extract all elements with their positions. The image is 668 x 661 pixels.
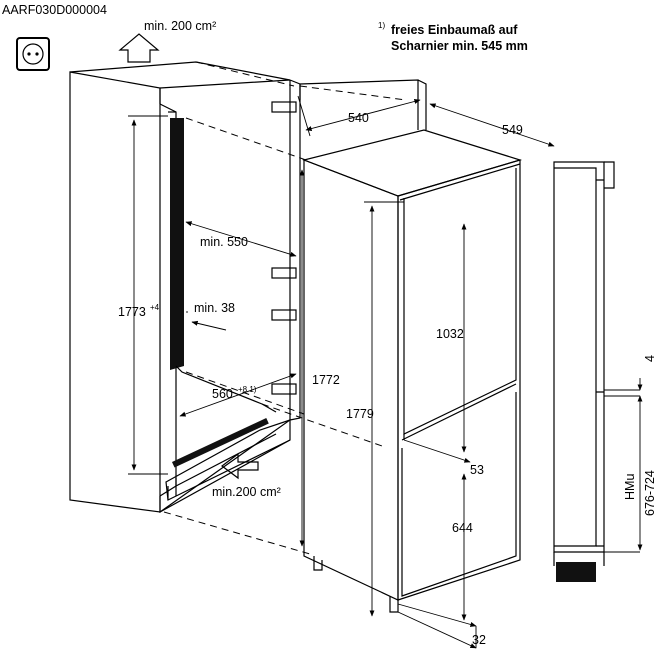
dim-1773-tolerance: +4 (150, 303, 160, 312)
fridge-appliance (302, 129, 523, 613)
note-line1: freies Einbaumaß auf (391, 23, 518, 37)
dim-1773: 1773 (118, 305, 146, 319)
dim-4: 4 (643, 355, 657, 362)
note-line2: Scharnier min. 545 mm (391, 39, 528, 53)
dim-32: 32 (472, 633, 486, 647)
cabinet-niche (69, 61, 427, 514)
dim-53: 53 (470, 463, 484, 477)
dim-min550: min. 550 (200, 235, 248, 249)
airflow-up-arrow-icon (118, 33, 160, 63)
dim-549: 549 (502, 123, 523, 137)
dim-hmu-range: 676-724 (643, 470, 657, 516)
hinge-icon (271, 101, 297, 395)
note-marker: 1) (378, 21, 385, 30)
dim-min38: min. 38 (194, 301, 235, 315)
dimension-lines (128, 95, 643, 649)
ventilation-top-label: min. 200 cm² (144, 19, 216, 33)
dim-560-tolerance: +8 1) (238, 385, 257, 394)
power-socket-icon (16, 37, 50, 71)
dim-560: 560 (212, 387, 233, 401)
side-view-panel (553, 161, 640, 582)
airflow-in-arrow-icon (221, 452, 259, 480)
dim-1772: 1772 (312, 373, 340, 387)
ventilation-bottom-label: min.200 cm² (212, 485, 281, 499)
diagram-code: AARF030D000004 (2, 3, 107, 17)
dim-1779: 1779 (346, 407, 374, 421)
dim-644: 644 (452, 521, 473, 535)
dim-hmu-label: HMu (623, 474, 637, 500)
dimension-labels: 540 549 min. 550 min. 38 1773 +4 560 +8 … (118, 111, 657, 647)
hinge-note: 1) freies Einbaumaß auf Scharnier min. 5… (378, 21, 528, 53)
dim-540: 540 (348, 111, 369, 125)
dim-1032: 1032 (436, 327, 464, 341)
